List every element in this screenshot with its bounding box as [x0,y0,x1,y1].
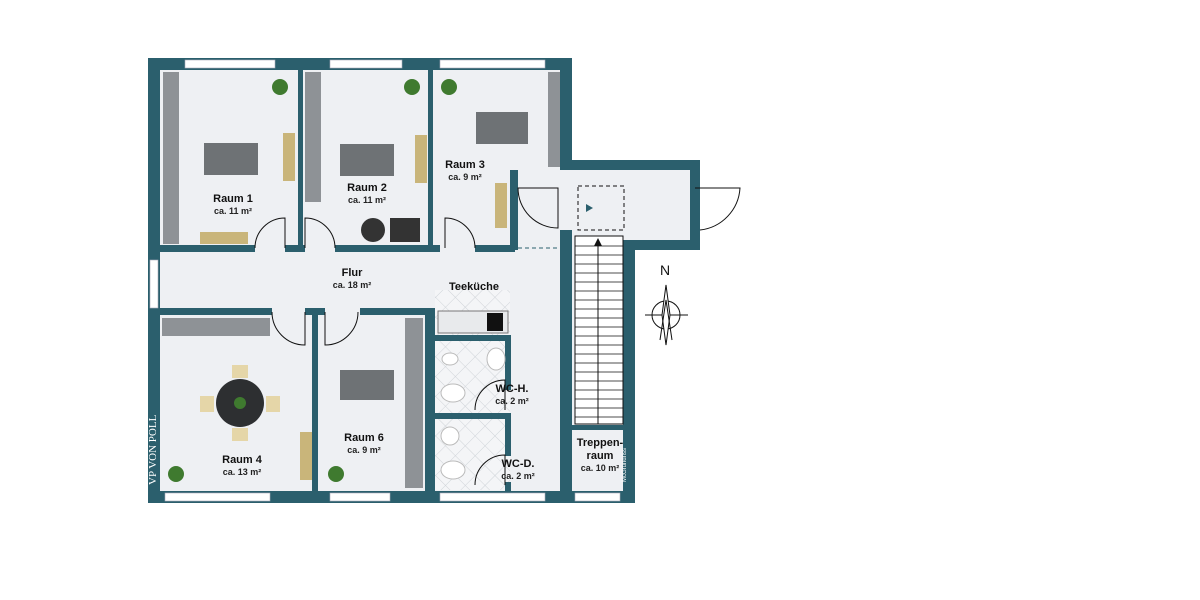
room-area: ca. 13 m² [222,467,262,477]
room-area: ca. 2 m² [495,396,529,406]
room-name: WC-D. [501,458,535,470]
room-name: WC-H. [495,383,529,395]
room-area: ca. 9 m² [347,445,381,455]
room-name: Raum 1 [213,193,253,205]
room-name: Raum 4 [222,454,262,466]
furniture [162,72,560,488]
room-name: Raum 6 [344,432,384,444]
logo: VP VON POLL [147,414,159,485]
plant-icons [168,79,457,482]
room-area: ca. 10 m² [580,463,620,473]
doors [254,187,741,486]
room-area: ca. 11 m² [213,206,253,216]
room-name-line2: raum [586,450,614,462]
room-area: ca. 9 m² [448,172,482,182]
room-area: ca. 2 m² [501,471,535,481]
compass-north-label: N [660,262,671,278]
room-name: Teeküche [449,281,499,293]
room-name-line1: Treppen- [576,437,624,449]
elevator-arrow-icon [586,204,593,212]
compass-rose-icon [645,284,688,346]
room-label-wch: WC-H.ca. 2 m² [495,383,529,407]
room-name: Flur [341,267,363,279]
room-area: ca. 18 m² [332,280,372,290]
room-label-teekueche: Teeküche [449,281,499,294]
room-area: ca. 11 m² [347,195,387,205]
watermark: McGrundriss [622,447,628,482]
room-name: Raum 3 [445,159,485,171]
windows [149,59,621,502]
staircase [574,185,625,425]
room-name: Raum 2 [347,182,387,194]
room-label-wcd: WC-D.ca. 2 m² [501,458,535,482]
